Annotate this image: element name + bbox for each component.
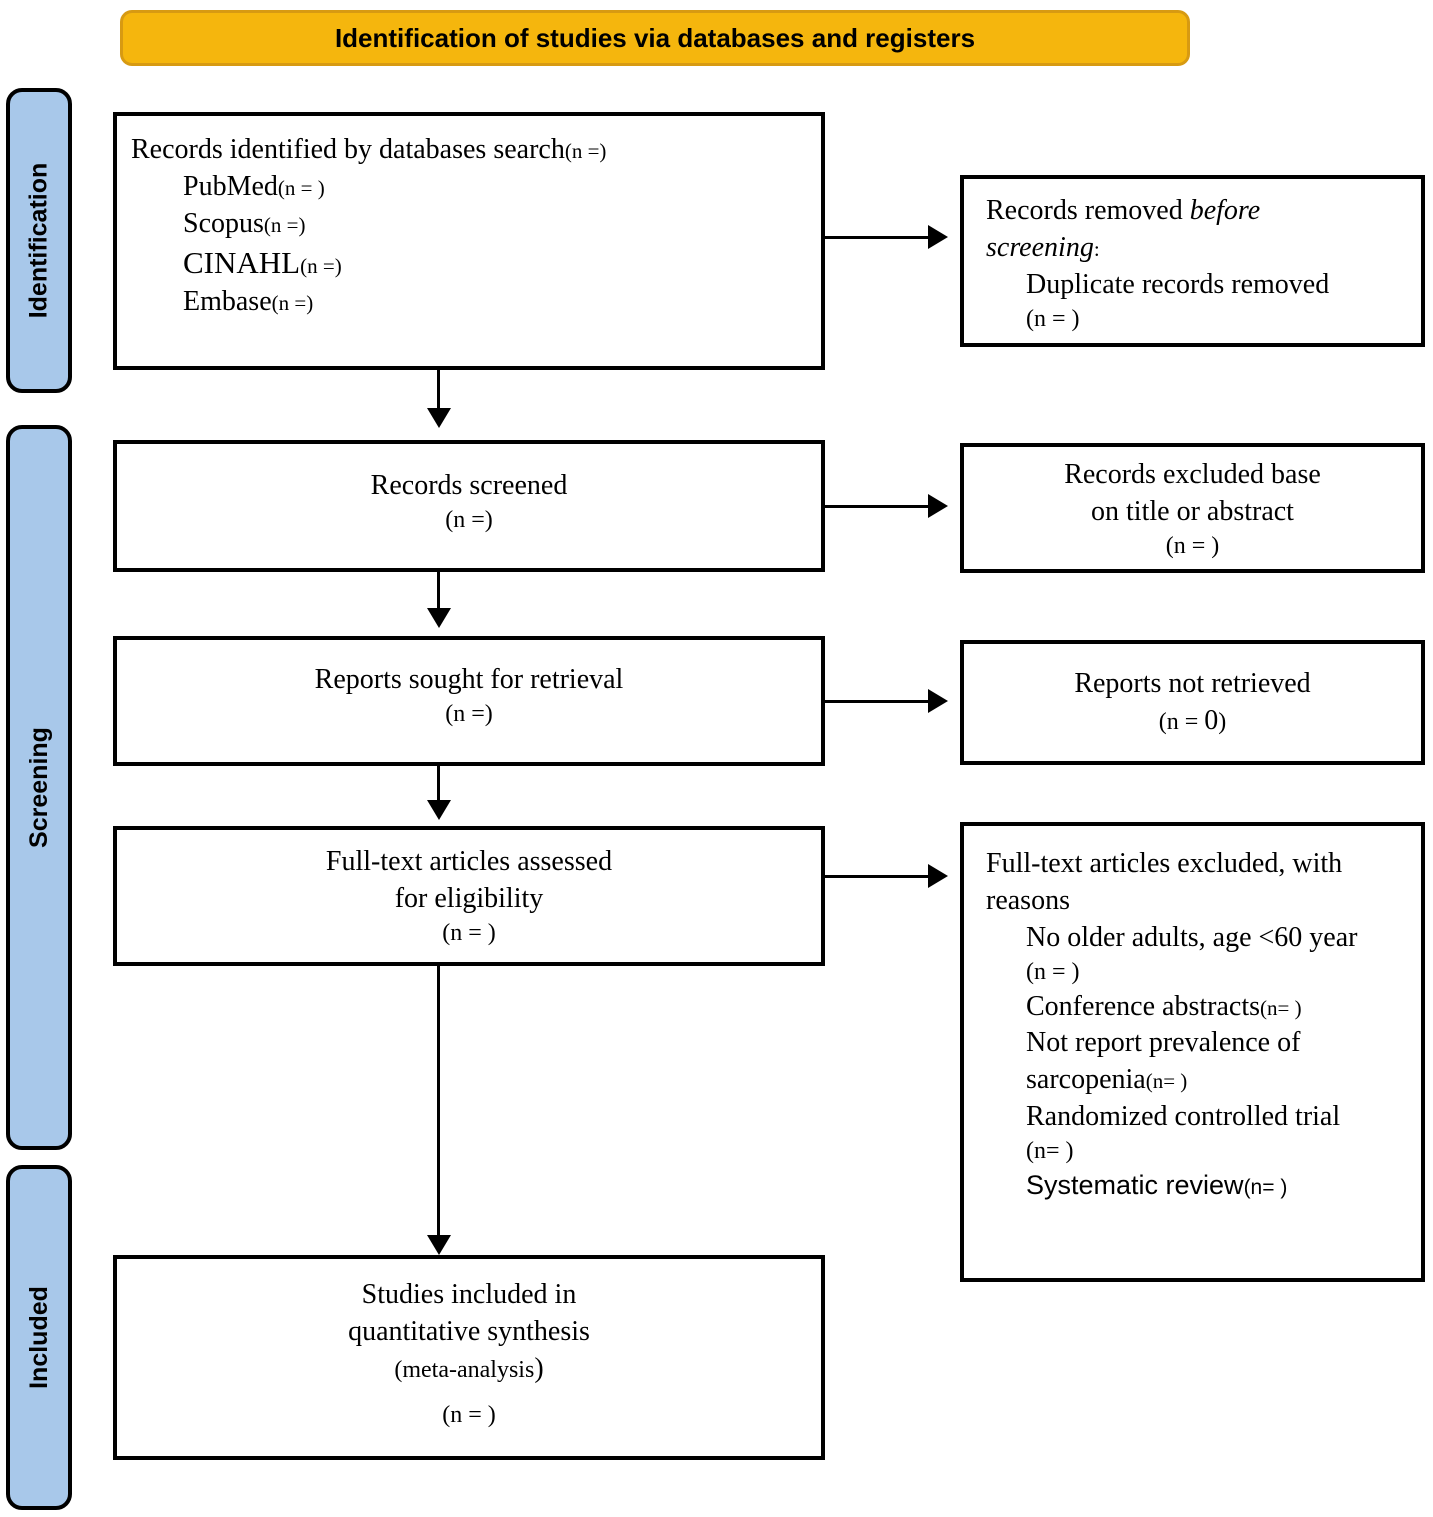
- box-reports-sought: Reports sought for retrieval (n =): [113, 636, 825, 766]
- arrowhead-screened-to-sought: [427, 608, 451, 628]
- phase-bar-identification: Identification: [6, 88, 72, 393]
- duplicate-records-removed-n: (n = ): [1026, 305, 1080, 332]
- connector-screened-to-excluded: [823, 505, 933, 508]
- source-cinahl: CINAHL(n =): [183, 244, 342, 280]
- exclusion-reason-rct-n: (n= ): [1026, 1138, 1074, 1165]
- studies-included-line-3: (meta-analysis): [394, 1352, 544, 1384]
- exclusion-reason-rct: Randomized controlled trial: [1026, 1101, 1341, 1133]
- phase-bar-screening: Screening: [6, 425, 72, 1150]
- records-identified-title: Records identified by databases search(n…: [131, 134, 607, 165]
- source-scopus: Scopus(n =): [183, 207, 306, 239]
- arrowhead-fulltext-to-included: [427, 1235, 451, 1255]
- records-excluded-line-1: Records excluded base: [1064, 459, 1321, 490]
- phase-label-included: Included: [24, 1286, 53, 1389]
- duplicate-records-removed: Duplicate records removed: [1026, 268, 1330, 300]
- studies-included-line-1: Studies included in: [361, 1279, 577, 1310]
- studies-included-line-2: quantitative synthesis: [348, 1315, 590, 1347]
- exclusion-reason-sarcopenia: sarcopenia(n= ): [1026, 1064, 1188, 1096]
- exclusion-reason-systematic-review: Systematic review(n= ): [1026, 1170, 1288, 1201]
- box-records-excluded: Records excluded base on title or abstra…: [960, 443, 1425, 573]
- reports-not-retrieved-label: Reports not retrieved: [1074, 668, 1311, 699]
- removed-line-2: screening:: [986, 231, 1100, 263]
- reports-sought-n: (n =): [445, 700, 493, 727]
- phase-label-screening: Screening: [24, 727, 53, 848]
- box-studies-included: Studies included in quantitative synthes…: [113, 1255, 825, 1460]
- arrowhead-screened-to-excluded: [928, 494, 948, 518]
- fulltext-excluded-heading-2: reasons: [986, 884, 1070, 916]
- studies-included-n: (n = ): [442, 1401, 496, 1428]
- fulltext-excluded-heading-1: Full-text articles excluded, with: [986, 848, 1343, 879]
- connector-fulltext-to-included: [437, 966, 440, 1243]
- reports-sought-label: Reports sought for retrieval: [314, 664, 624, 695]
- reports-not-retrieved-n: (n = 0): [1158, 704, 1227, 736]
- connector-sought-to-not-retrieved: [823, 700, 933, 703]
- fulltext-assessed-line-1: Full-text articles assessed: [325, 846, 613, 877]
- records-screened-n: (n =): [445, 506, 493, 533]
- arrowhead-fulltext-to-excluded: [928, 864, 948, 888]
- connector-identified-to-removed: [823, 236, 933, 239]
- removed-line-1: Records removed before: [986, 195, 1261, 226]
- exclusion-reason-not-report-prevalence: Not report prevalence of: [1026, 1027, 1301, 1059]
- phase-label-identification: Identification: [24, 162, 53, 319]
- box-records-screened: Records screened (n =): [113, 440, 825, 572]
- phase-bar-included: Included: [6, 1165, 72, 1510]
- exclusion-reason-no-older-adults-n: (n = ): [1026, 958, 1080, 985]
- connector-screened-to-sought: [437, 572, 440, 616]
- fulltext-assessed-line-2: for eligibility: [394, 882, 544, 914]
- exclusion-reason-conference-abstracts: Conference abstracts(n= ): [1026, 990, 1302, 1022]
- box-fulltext-assessed: Full-text articles assessed for eligibil…: [113, 826, 825, 966]
- connector-identified-to-screened: [437, 370, 440, 422]
- connector-sought-to-fulltext: [437, 766, 440, 808]
- arrowhead-identified-to-removed: [928, 225, 948, 249]
- exclusion-reason-no-older-adults: No older adults, age <60 year: [1026, 921, 1358, 953]
- connector-fulltext-to-excluded: [823, 875, 933, 878]
- fulltext-assessed-n: (n = ): [442, 919, 496, 946]
- arrowhead-sought-to-fulltext: [427, 800, 451, 820]
- records-screened-label: Records screened: [370, 470, 568, 501]
- diagram-header-banner: Identification of studies via databases …: [120, 10, 1190, 66]
- box-fulltext-excluded: Full-text articles excluded, with reason…: [960, 822, 1425, 1282]
- source-pubmed: PubMed(n = ): [183, 170, 325, 202]
- box-records-removed-before-screening: Records removed before screening: Duplic…: [960, 175, 1425, 347]
- records-excluded-n: (n = ): [1165, 532, 1220, 559]
- arrowhead-sought-to-not-retrieved: [928, 689, 948, 713]
- box-records-identified: Records identified by databases search(n…: [113, 112, 825, 370]
- records-excluded-line-2: on title or abstract: [1091, 495, 1294, 527]
- arrowhead-identified-to-screened: [427, 408, 451, 428]
- header-title: Identification of studies via databases …: [334, 22, 976, 53]
- source-embase: Embase(n =): [183, 285, 314, 317]
- box-reports-not-retrieved: Reports not retrieved (n = 0): [960, 640, 1425, 765]
